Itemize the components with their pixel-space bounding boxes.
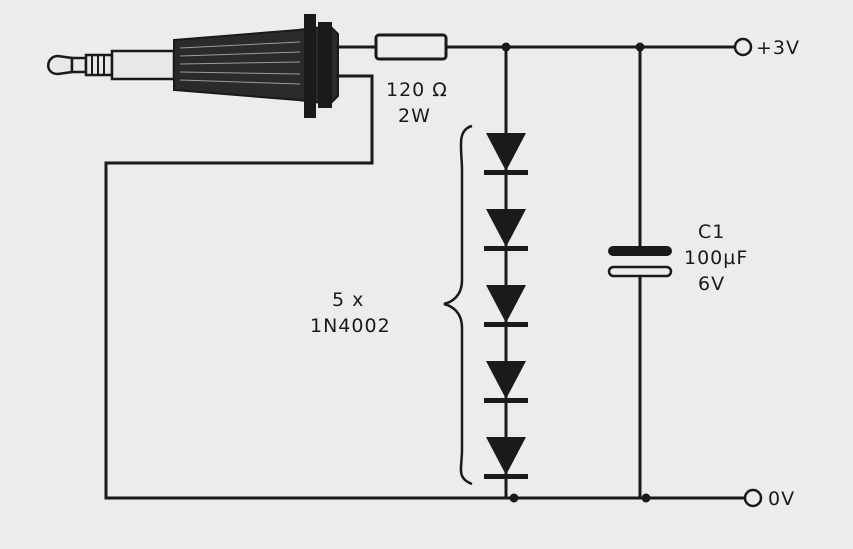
junction-dots (501, 42, 651, 503)
capacitor-name-label: C1 (698, 221, 725, 243)
diodes-part-label: 1N4002 (310, 315, 391, 337)
diode (484, 285, 528, 327)
ground-terminal-label: 0V (768, 488, 795, 510)
diode (484, 133, 528, 175)
capacitor-value-label: 100µF (684, 247, 748, 269)
diode-brace (443, 124, 473, 486)
diode (484, 437, 528, 479)
diode (484, 209, 528, 251)
wires (104, 45, 747, 500)
resistor-value-label: 120 Ω (386, 79, 448, 101)
jack-plug (47, 14, 339, 118)
ground-terminal (743, 488, 763, 508)
positive-terminal-label: +3V (756, 37, 800, 59)
capacitor-voltage-label: 6V (698, 273, 725, 295)
capacitor (607, 246, 673, 278)
resistor (374, 33, 448, 61)
diodes-count-label: 5 x (332, 289, 364, 311)
resistor-power-label: 2W (398, 105, 431, 127)
diode-stack (484, 133, 528, 479)
diode (484, 361, 528, 403)
positive-terminal (733, 37, 753, 57)
